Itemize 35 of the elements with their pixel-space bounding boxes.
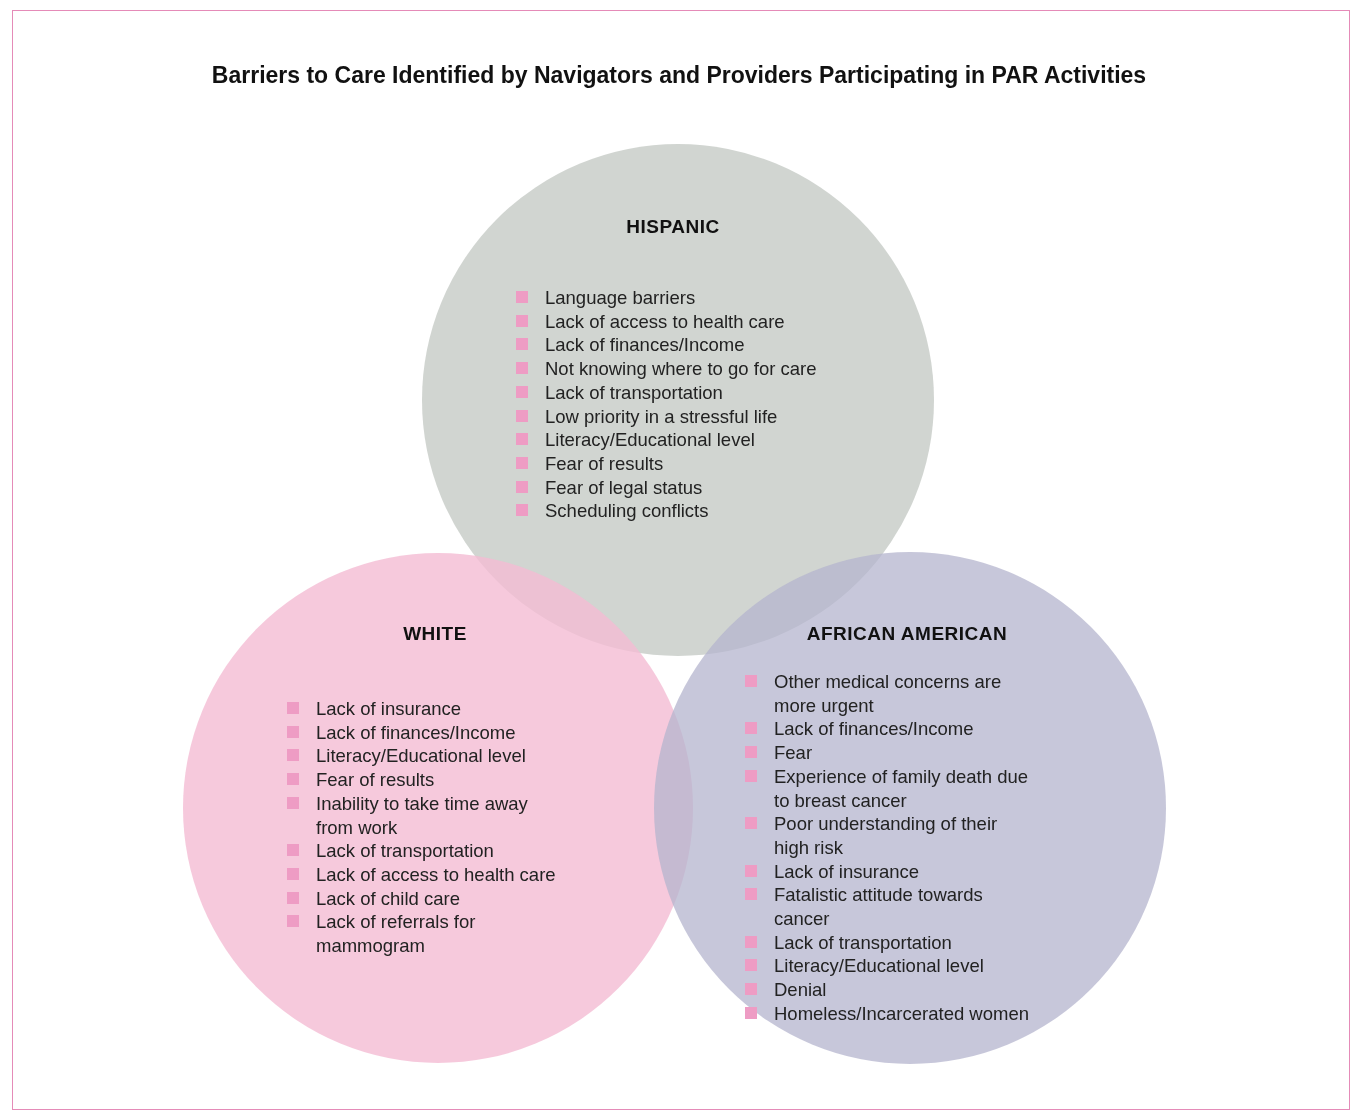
list-item: Scheduling conflicts	[545, 500, 709, 522]
list-item: Poor understanding of their high risk	[774, 813, 998, 858]
group-heading: WHITE	[403, 623, 467, 645]
group-heading: HISPANIC	[626, 216, 720, 238]
list-item: Lack of transportation	[545, 381, 723, 403]
list-item: Lack of access to health care	[545, 310, 785, 332]
list-item: Not knowing where to go for care	[545, 358, 817, 380]
list-item: Lack of insurance	[316, 698, 461, 719]
list-item: Lack of child care	[316, 887, 460, 909]
group-heading: AFRICAN AMERICAN	[806, 623, 1008, 645]
list-item: Other medical concerns are more urgent	[774, 671, 1002, 716]
list-item: Lack of finances/Income	[316, 721, 516, 743]
list-item: Homeless/Incarcerated women	[774, 1002, 1029, 1024]
list-item: Fear of legal status	[545, 476, 703, 498]
list-item: Lack of referrals for mammogram	[316, 911, 476, 957]
list-item: Language barriers	[545, 287, 696, 308]
list-item: Literacy/Educational level	[545, 429, 755, 451]
list-item: Fear	[774, 742, 813, 764]
list-item: Literacy/Educational level	[774, 955, 984, 977]
list-item: Fatalistic attitude towards cancer	[774, 884, 983, 930]
list-item: Experience of family death due to breast cancer	[774, 765, 1028, 811]
list-item: Low priority in a stressful life	[545, 405, 778, 427]
list-item: Lack of access to health care	[316, 863, 556, 885]
list-item: Denial	[774, 979, 827, 1001]
diagram-title: Barriers to Care Identified by Navigators and Providers Participating in PAR Activities	[210, 62, 1148, 89]
list-item: Lack of transportation	[774, 931, 952, 953]
list-item: Fear of results	[316, 769, 435, 791]
list-item: Fear of results	[545, 452, 664, 474]
list-item: Inability to take time away from work	[316, 792, 528, 838]
venn-circle	[654, 552, 1166, 1064]
list-item: Literacy/Educational level	[316, 745, 526, 767]
list-item: Lack of finances/Income	[545, 334, 745, 356]
list-item: Lack of insurance	[774, 860, 919, 882]
list-item: Lack of finances/Income	[774, 718, 974, 740]
list-item: Lack of transportation	[316, 840, 494, 862]
